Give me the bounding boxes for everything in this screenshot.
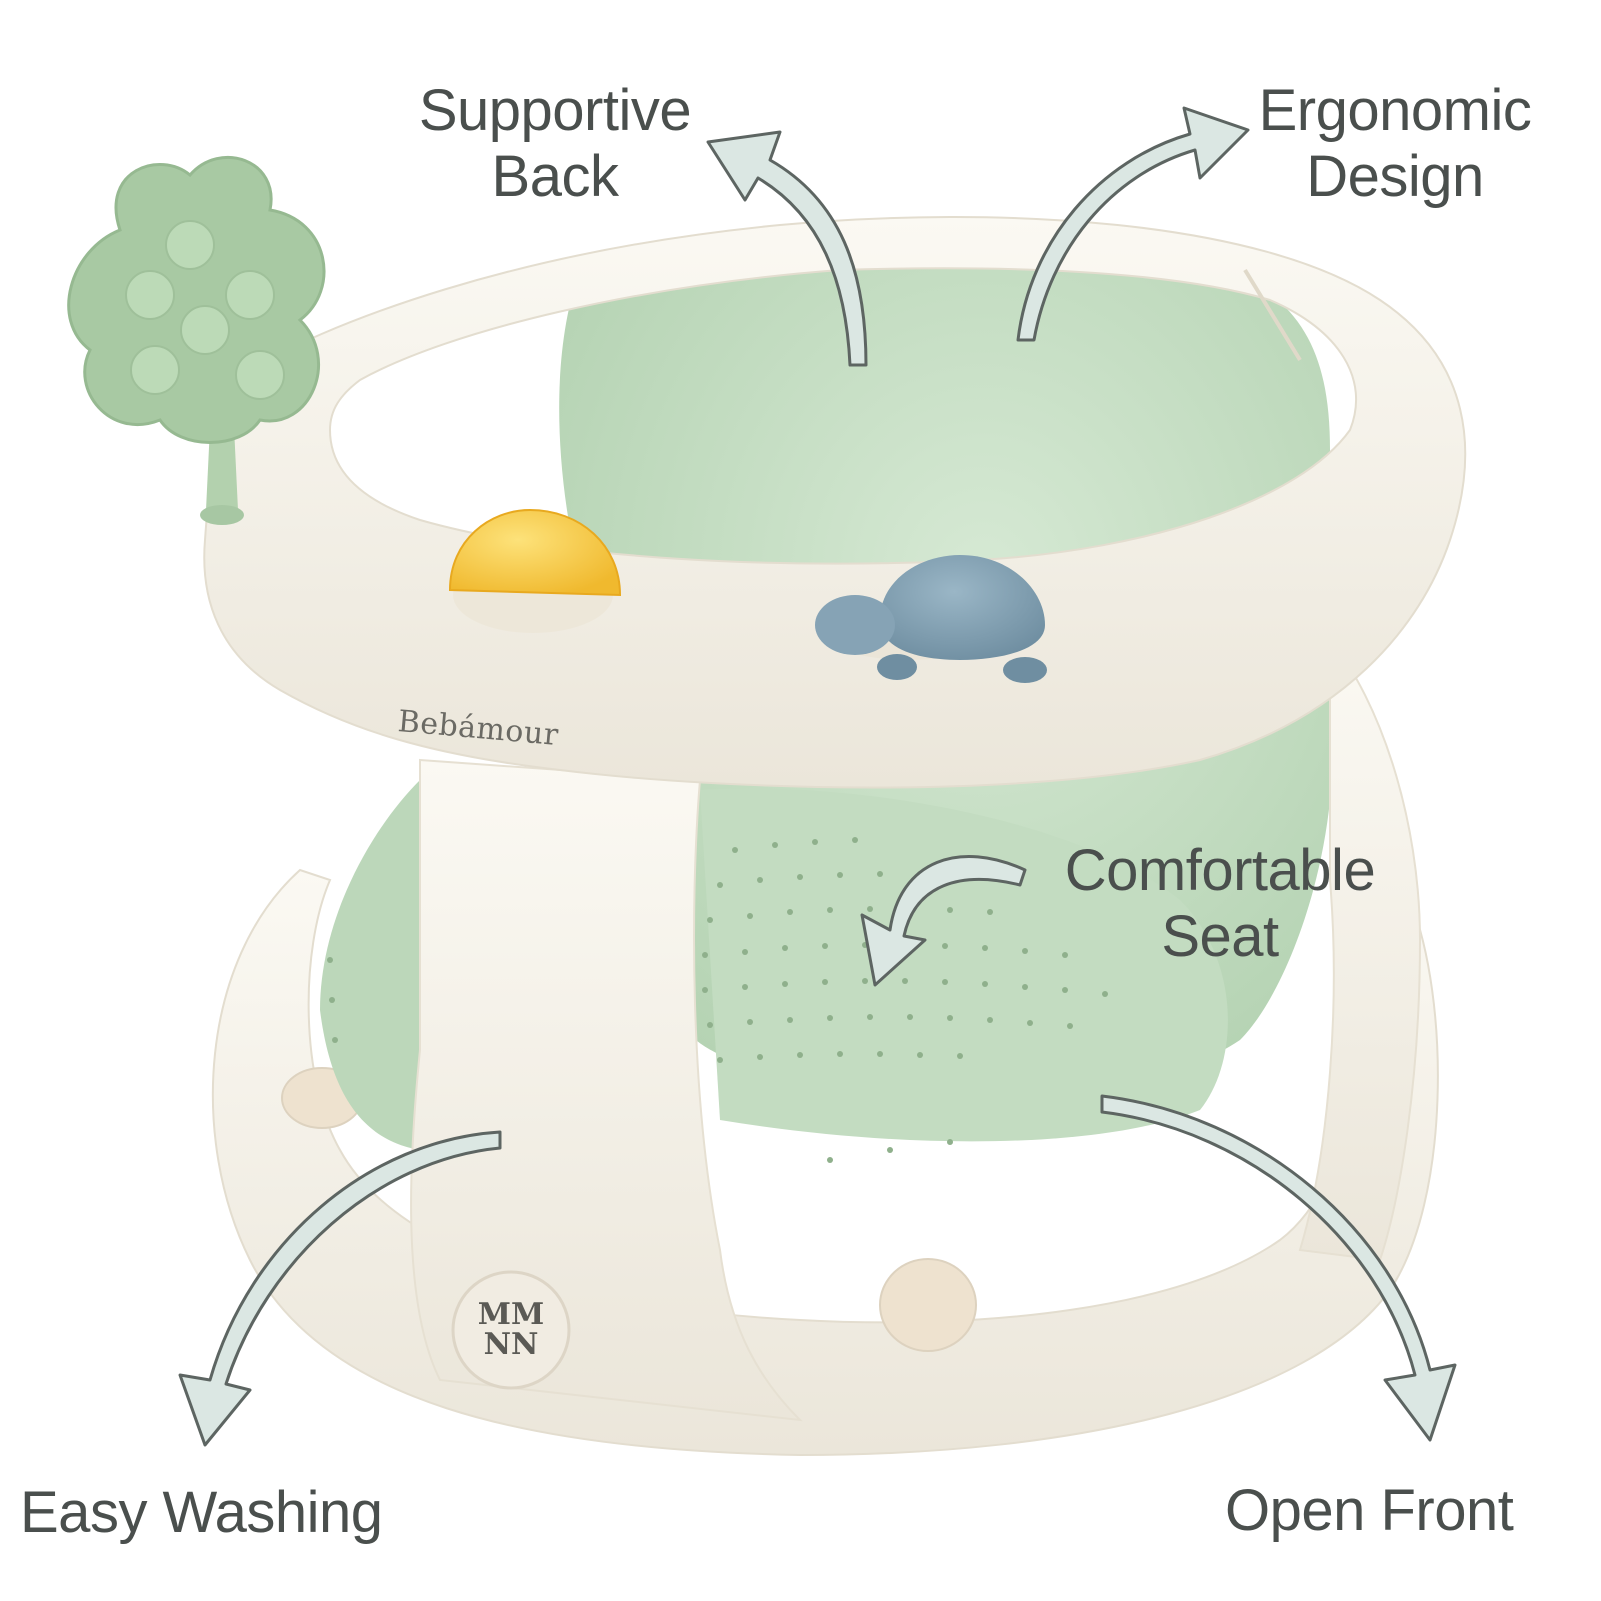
callout-easy-washing-line1: Easy Washing	[20, 1480, 383, 1545]
arrow-comfortable-seat	[860, 855, 1027, 987]
callout-ergonomic-design-line1: Ergonomic	[1258, 78, 1532, 143]
callout-easy-washing: Easy Washing	[20, 1480, 420, 1546]
brand-logo-icon: MM NN	[477, 1297, 545, 1362]
callout-open-front: Open Front	[1225, 1478, 1565, 1544]
arrow-ergonomic-design	[1016, 106, 1250, 342]
callout-comfortable-seat: Comfortable Seat	[1030, 838, 1410, 970]
arrow-supportive-back	[706, 130, 868, 367]
callout-ergonomic-design: Ergonomic Design	[1230, 78, 1560, 210]
arrow-open-front	[1100, 1094, 1457, 1442]
callout-supportive-back: Supportive Back	[390, 78, 720, 210]
turtle-toy	[815, 555, 1047, 683]
callout-open-front-line1: Open Front	[1225, 1478, 1514, 1543]
tree-toy	[67, 156, 326, 525]
callout-arrows	[178, 106, 1457, 1447]
callout-comfortable-seat-line2: Seat	[1161, 904, 1279, 969]
callout-supportive-back-line2: Back	[491, 144, 619, 209]
callout-comfortable-seat-line1: Comfortable	[1064, 838, 1376, 903]
callout-ergonomic-design-line2: Design	[1306, 144, 1484, 209]
right-frame-wall	[1298, 637, 1422, 1262]
front-pillar	[410, 758, 803, 1422]
arrow-easy-washing	[178, 1130, 502, 1447]
callout-supportive-back-line1: Supportive	[418, 78, 692, 143]
ball-toy	[448, 508, 622, 633]
